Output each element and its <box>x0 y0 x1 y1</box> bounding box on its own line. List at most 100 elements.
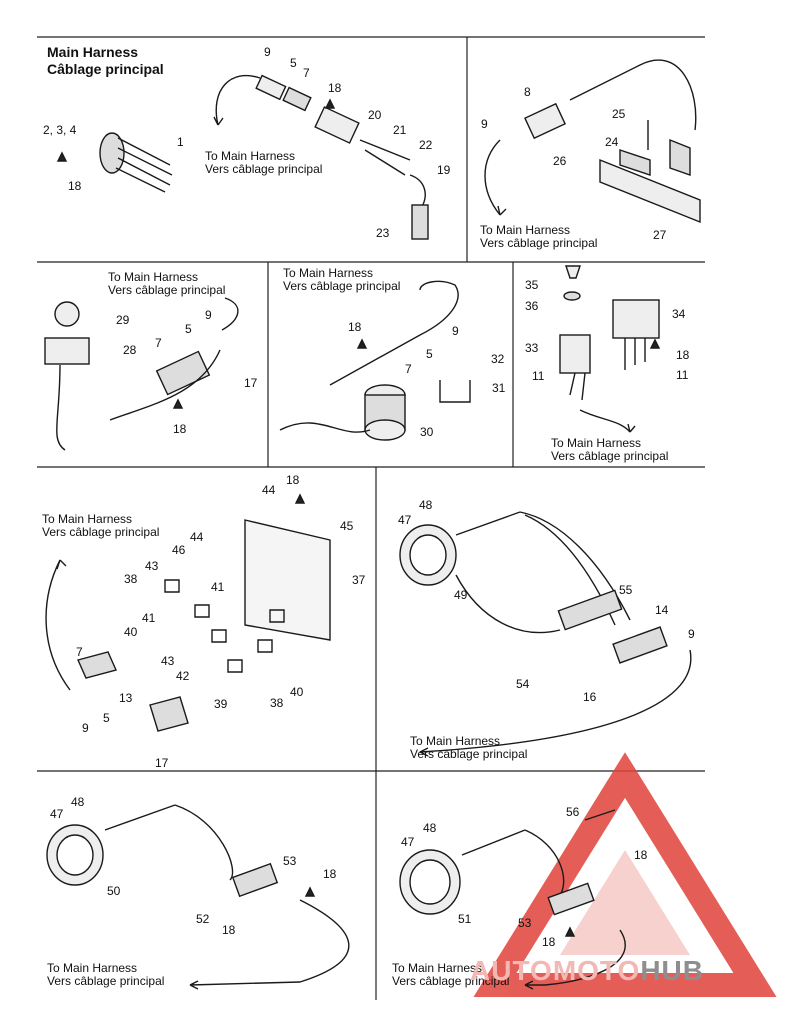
part-label-24: 24 <box>605 135 619 149</box>
part-label-18: 18 <box>173 422 187 436</box>
part-label-20: 20 <box>368 108 382 122</box>
part-label-44: 44 <box>262 483 276 497</box>
part-label-56: 56 <box>566 805 580 819</box>
part-label-48: 48 <box>71 795 85 809</box>
part-label-9: 9 <box>452 324 459 338</box>
to-main-harness-label-fr: Vers câblage principal <box>108 283 226 297</box>
part-label-48: 48 <box>423 821 437 835</box>
watermark-triangle <box>473 752 777 997</box>
part-label-40: 40 <box>124 625 138 639</box>
part-label-38: 38 <box>270 696 284 710</box>
part-label-32: 32 <box>491 352 505 366</box>
watermark-part1: AUTOMOTO <box>470 955 641 986</box>
part-label-13: 13 <box>119 691 133 705</box>
part-label-7: 7 <box>76 645 83 659</box>
to-main-harness-label: To Main Harness <box>410 734 501 748</box>
to-main-harness-label: To Main Harness <box>392 961 483 975</box>
bracket-assembly <box>484 59 701 224</box>
part-label-18: 18 <box>634 848 648 862</box>
part-label-18: 18 <box>348 320 362 334</box>
to-main-harness-label: To Main Harness <box>108 270 199 284</box>
part-label-35: 35 <box>525 278 539 292</box>
part-label-45: 45 <box>340 519 354 533</box>
part-label-22: 22 <box>419 138 433 152</box>
part-label-17: 17 <box>244 376 258 390</box>
part-label-18: 18 <box>222 923 236 937</box>
harness-connectors-top <box>213 74 429 240</box>
to-main-harness-label: To Main Harness <box>283 266 374 280</box>
part-label-16: 16 <box>583 690 597 704</box>
gauge-fuel <box>399 809 626 990</box>
watermark-part2: HUB <box>640 955 704 986</box>
part-label-28: 28 <box>123 343 137 357</box>
part-label-38: 38 <box>124 572 138 586</box>
to-main-harness-label-fr: Vers câblage principal <box>205 162 323 176</box>
part-label-49: 49 <box>454 588 468 602</box>
gauge-speed <box>46 804 350 990</box>
part-label-5: 5 <box>426 347 433 361</box>
part-label-47: 47 <box>50 807 64 821</box>
part-label-26: 26 <box>553 154 567 168</box>
part-label-18: 18 <box>676 348 690 362</box>
part-label-43: 43 <box>145 559 159 573</box>
part-label-40: 40 <box>290 685 304 699</box>
part-label-52: 52 <box>196 912 210 926</box>
to-main-harness-label: To Main Harness <box>42 512 133 526</box>
part-label-30: 30 <box>420 425 434 439</box>
part-label-41: 41 <box>211 580 225 594</box>
part-label-37: 37 <box>352 573 366 587</box>
main-harness-title: Main Harness <box>47 44 139 60</box>
part-label-51: 51 <box>458 912 472 926</box>
relay-and-switch <box>559 265 661 433</box>
part-label-44: 44 <box>190 530 204 544</box>
part-label-18: 18 <box>542 935 556 949</box>
part-label-53: 53 <box>283 854 297 868</box>
part-label-48: 48 <box>419 498 433 512</box>
to-main-harness-label: To Main Harness <box>205 149 296 163</box>
part-label-42: 42 <box>176 669 190 683</box>
part-label-9: 9 <box>481 117 488 131</box>
part-label-8: 8 <box>524 85 531 99</box>
part-label-50: 50 <box>107 884 121 898</box>
part-label-1: 1 <box>177 135 184 149</box>
switch-assembly <box>44 297 239 451</box>
to-main-harness-label-fr: Vers câblage principal <box>480 236 598 250</box>
main-harness-title-fr: Câblage principal <box>47 61 164 77</box>
part-label-18: 18 <box>323 867 337 881</box>
part-label-54: 54 <box>516 677 530 691</box>
to-main-harness-label-fr: Vers câblage principal <box>551 449 669 463</box>
part-label-36: 36 <box>525 299 539 313</box>
part-label-9: 9 <box>264 45 271 59</box>
part-label-46: 46 <box>172 543 186 557</box>
part-label-41: 41 <box>142 611 156 625</box>
part-label-5: 5 <box>185 322 192 336</box>
bilge-pump <box>279 280 471 441</box>
main-harness-connector <box>56 132 173 193</box>
part-label-53: 53 <box>518 916 532 930</box>
part-label-17: 17 <box>155 756 169 770</box>
part-label-5: 5 <box>103 711 110 725</box>
part-label-7: 7 <box>155 336 162 350</box>
part-label-47: 47 <box>401 835 415 849</box>
panel-dividers <box>37 36 705 1000</box>
to-main-harness-label-fr: Vers câblage principal <box>410 747 528 761</box>
part-label-19: 19 <box>437 163 451 177</box>
part-label-18: 18 <box>68 179 82 193</box>
to-main-harness-label-fr: Vers câblage principal <box>42 525 160 539</box>
part-label-9: 9 <box>82 721 89 735</box>
to-main-harness-label: To Main Harness <box>480 223 571 237</box>
part-label-34: 34 <box>672 307 686 321</box>
part-label-14: 14 <box>655 603 669 617</box>
to-main-harness-label-fr: Vers câblage principal <box>283 279 401 293</box>
to-main-harness-label: To Main Harness <box>551 436 642 450</box>
part-label-234: 2, 3, 4 <box>43 123 77 137</box>
fuse-box <box>45 493 331 732</box>
to-main-harness-label-fr: Vers câblage principal <box>47 974 165 988</box>
part-label-29: 29 <box>116 313 130 327</box>
part-label-23: 23 <box>376 226 390 240</box>
part-label-39: 39 <box>214 697 228 711</box>
part-label-18: 18 <box>286 473 300 487</box>
part-label-47: 47 <box>398 513 412 527</box>
gauge-tach <box>399 511 692 757</box>
